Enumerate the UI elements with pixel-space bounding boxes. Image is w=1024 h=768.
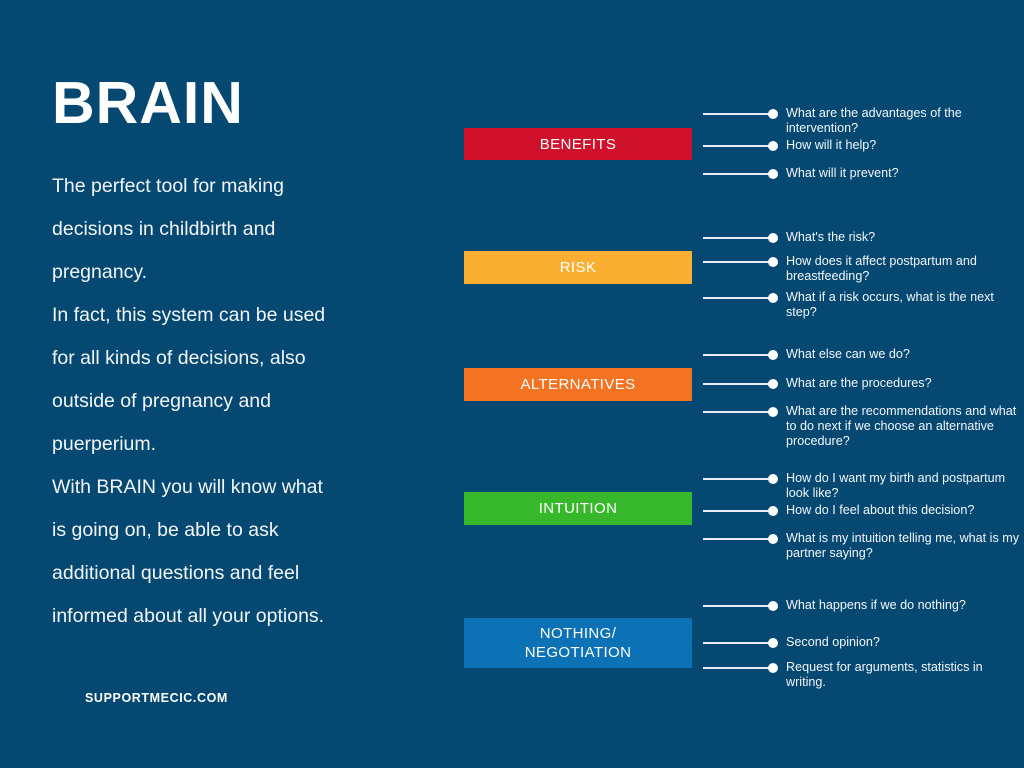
- connector-line-icon: [703, 478, 769, 480]
- category-label-intuition: INTUITION: [538, 500, 618, 517]
- bullet-text: How will it help?: [786, 138, 877, 152]
- description-line: In fact, this system can be used: [52, 304, 326, 326]
- bullet-dot-icon: [768, 169, 778, 179]
- description-line: is going on, be able to ask: [52, 519, 279, 541]
- connector-line-icon: [703, 113, 769, 115]
- connector-line-icon: [703, 297, 769, 299]
- bullet-dot-icon: [768, 506, 778, 516]
- description-line: decisions in childbirth and: [52, 218, 276, 240]
- connector-line-icon: [703, 354, 769, 356]
- connector-line-icon: [703, 538, 769, 540]
- category-label-benefits: BENEFITS: [539, 135, 617, 153]
- bullet-dot-icon: [768, 474, 778, 484]
- bullet-text: What are the procedures?: [786, 376, 932, 390]
- bullet-dot-icon: [768, 534, 778, 544]
- bullet-text: What is my intuition telling me, what is…: [786, 531, 1020, 561]
- category-bar-nothing[interactable]: NOTHING/NEGOTIATION: [464, 618, 692, 668]
- connector-line-icon: [703, 261, 769, 263]
- bullet-dot-icon: [768, 350, 778, 360]
- bullet-dot-icon: [768, 638, 778, 648]
- category-bar-risk[interactable]: RISK: [464, 251, 692, 284]
- bullet-dot-icon: [768, 407, 778, 417]
- description-line: additional questions and feel: [52, 562, 300, 584]
- bullet-text: What will it prevent?: [786, 166, 899, 180]
- bullet-text: What else can we do?: [786, 347, 910, 361]
- bullet-dot-icon: [768, 141, 778, 151]
- description-line: for all kinds of decisions, also: [52, 347, 306, 369]
- bullet-text: What are the recommendations and what to…: [786, 404, 1017, 449]
- description-line: puerperium.: [52, 433, 157, 455]
- bullet-text: How does it affect postpartum and breast…: [786, 254, 977, 284]
- description-line: informed about all your options.: [52, 605, 325, 627]
- bullet-dot-icon: [768, 293, 778, 303]
- bullet-dot-icon: [768, 601, 778, 611]
- bullet-text: Request for arguments, statistics in wri…: [786, 660, 983, 690]
- bullet-text: Second opinion?: [786, 635, 880, 649]
- page-title: BRAIN: [52, 70, 244, 136]
- connector-line-icon: [703, 173, 769, 175]
- description-line: With BRAIN you will know what: [52, 476, 323, 498]
- bullet-text: What are the advantages of the intervent…: [786, 106, 962, 136]
- category-label-nothing: NOTHING/NEGOTIATION: [524, 625, 632, 661]
- description-line: outside of pregnancy and: [52, 390, 271, 412]
- connector-line-icon: [703, 667, 769, 669]
- bullet-dot-icon: [768, 109, 778, 119]
- connector-line-icon: [703, 145, 769, 147]
- category-bar-alternatives[interactable]: ALTERNATIVES: [464, 368, 692, 401]
- bullet-text: What happens if we do nothing?: [786, 598, 966, 612]
- connector-line-icon: [703, 383, 769, 385]
- footer-website-url: SUPPORTMECIC.COM: [85, 691, 228, 705]
- bullet-text: How do I feel about this decision?: [786, 503, 975, 517]
- bullet-dot-icon: [768, 663, 778, 673]
- connector-line-icon: [703, 510, 769, 512]
- category-bar-benefits[interactable]: BENEFITS: [464, 128, 692, 160]
- connector-line-icon: [703, 605, 769, 607]
- bullet-text: What's the risk?: [786, 230, 876, 244]
- connector-line-icon: [703, 411, 769, 413]
- description-paragraphs: The perfect tool for making decisions in …: [52, 165, 412, 638]
- category-bar-intuition[interactable]: INTUITION: [464, 492, 692, 525]
- description-line: pregnancy.: [52, 261, 148, 283]
- connector-line-icon: [703, 237, 769, 239]
- bullet-text: What if a risk occurs, what is the next …: [786, 290, 994, 320]
- bullet-text: How do I want my birth and postpartum lo…: [786, 471, 1006, 501]
- category-label-risk: RISK: [559, 259, 597, 276]
- bullet-dot-icon: [768, 257, 778, 267]
- connector-line-icon: [703, 642, 769, 644]
- bullet-dot-icon: [768, 379, 778, 389]
- category-label-alternatives: ALTERNATIVES: [520, 376, 636, 393]
- description-line: The perfect tool for making: [52, 175, 284, 197]
- bullet-dot-icon: [768, 233, 778, 243]
